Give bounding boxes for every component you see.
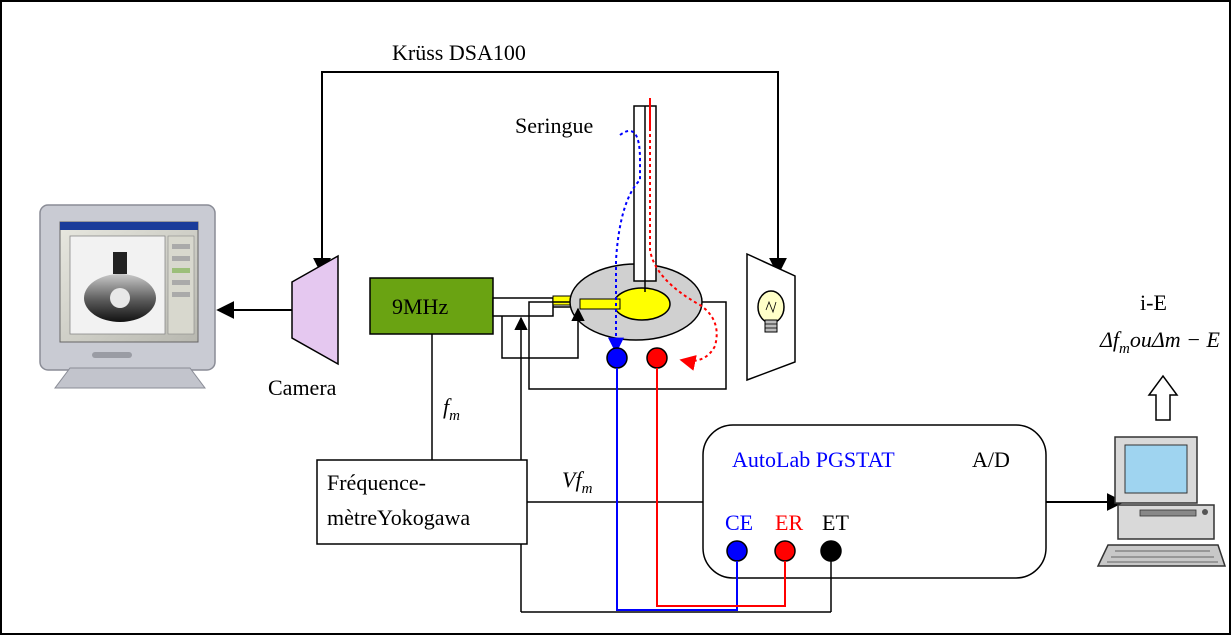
frequency-meter-label-2: mètreYokogawa xyxy=(327,505,470,530)
ce-label: CE xyxy=(725,510,753,535)
kruss-bracket xyxy=(322,72,778,272)
cell-electrode-red xyxy=(647,348,667,368)
er-label: ER xyxy=(775,510,803,535)
monitor-icon xyxy=(40,205,215,388)
ce-terminal xyxy=(727,541,747,561)
er-terminal xyxy=(775,541,795,561)
camera-body xyxy=(292,256,338,364)
quartz-holder xyxy=(493,298,553,316)
delta-formula: ΔfmouΔm − E xyxy=(1099,327,1221,357)
cell-electrode-blue xyxy=(607,348,627,368)
syringe-label: Seringue xyxy=(515,113,593,138)
et-label: ET xyxy=(822,510,849,535)
vfm-label: Vfm xyxy=(562,467,593,497)
ad-label: A/D xyxy=(972,447,1010,472)
computer-icon xyxy=(1098,437,1225,566)
kruss-label: Krüss DSA100 xyxy=(392,40,526,65)
frequency-meter-label-1: Fréquence- xyxy=(327,470,426,495)
arrow-up-icon xyxy=(1149,376,1177,420)
autolab-label: AutoLab PGSTAT xyxy=(732,447,895,472)
fm-label: fm xyxy=(443,394,460,424)
syringe xyxy=(634,106,656,292)
drop xyxy=(614,288,670,320)
et-terminal xyxy=(821,541,841,561)
oscillator-label: 9MHz xyxy=(392,294,448,319)
ie-label: i-E xyxy=(1140,290,1167,315)
camera-label: Camera xyxy=(268,375,337,400)
